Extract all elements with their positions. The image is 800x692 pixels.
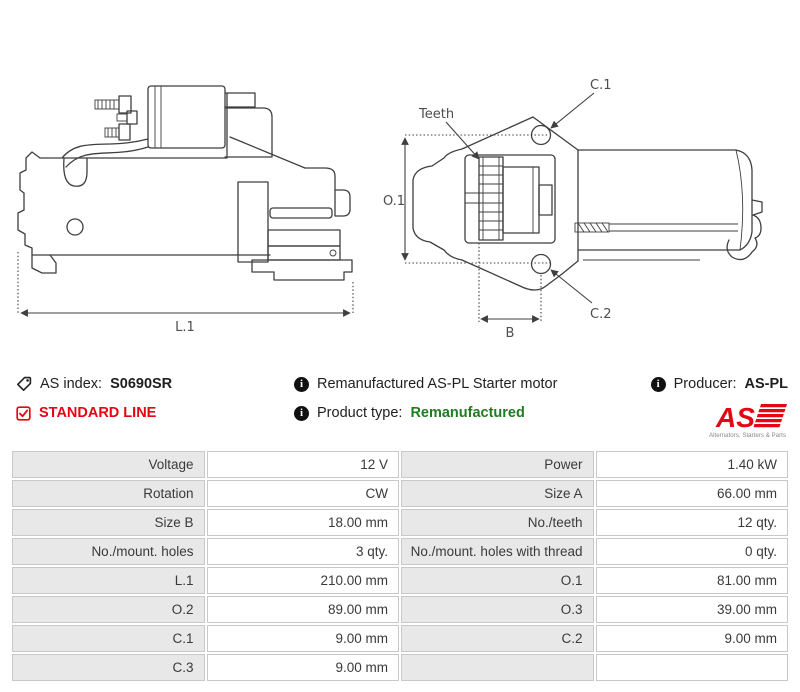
product-type-label: Product type: xyxy=(317,405,403,421)
product-type-item: i Product type: Remanufactured xyxy=(294,405,651,421)
info-icon[interactable]: i xyxy=(294,376,309,392)
o1-dimension-label: O.1 xyxy=(383,194,405,209)
spec-label: Size A xyxy=(401,480,594,507)
table-row: O.2 89.00 mm O.3 39.00 mm xyxy=(12,596,788,623)
description-item: i Remanufactured AS-PL Starter motor xyxy=(294,376,651,392)
logo-text: AS xyxy=(715,402,755,433)
c2-callout-label: C.2 xyxy=(590,307,611,322)
spec-label: Power xyxy=(401,451,594,478)
spec-label: No./mount. holes with thread xyxy=(401,538,594,565)
spec-value xyxy=(595,654,788,681)
starter-front-view-drawing: O.1 B Teeth C.1 C.2 xyxy=(383,78,763,340)
spec-value: 9.00 mm xyxy=(595,625,788,652)
spec-value: 9.00 mm xyxy=(206,654,399,681)
spec-label: C.3 xyxy=(12,654,205,681)
spec-value: 39.00 mm xyxy=(595,596,788,623)
table-row: Voltage 12 V Power 1.40 kW xyxy=(12,451,788,478)
table-row: C.3 9.00 mm xyxy=(12,654,788,681)
spec-value: 89.00 mm xyxy=(206,596,399,623)
teeth-callout-label: Teeth xyxy=(418,107,454,122)
spec-label: O.1 xyxy=(401,567,594,594)
b-dimension-label: B xyxy=(506,326,515,340)
c1-callout-label: C.1 xyxy=(590,78,611,93)
info-icon[interactable]: i xyxy=(294,405,309,421)
spec-value: 210.00 mm xyxy=(206,567,399,594)
producer-value: AS-PL xyxy=(744,376,789,392)
spec-label: Size B xyxy=(12,509,205,536)
info-icon[interactable]: i xyxy=(650,376,666,392)
spec-label: No./mount. holes xyxy=(12,538,205,565)
standard-line-badge: STANDARD LINE xyxy=(39,405,157,421)
spec-value: CW xyxy=(206,480,399,507)
spec-label: No./teeth xyxy=(401,509,594,536)
spec-label xyxy=(401,654,594,681)
spec-value: 9.00 mm xyxy=(206,625,399,652)
table-row: No./mount. holes 3 qty. No./mount. holes… xyxy=(12,538,788,565)
as-index-label: AS index: xyxy=(40,376,103,392)
spec-value: 81.00 mm xyxy=(595,567,788,594)
spec-label: C.1 xyxy=(12,625,205,652)
spec-value: 12 V xyxy=(206,451,399,478)
l1-dimension-label: L.1 xyxy=(175,320,195,335)
tag-icon xyxy=(17,376,32,391)
table-row: L.1 210.00 mm O.1 81.00 mm xyxy=(12,567,788,594)
spec-value: 1.40 kW xyxy=(595,451,788,478)
technical-drawings: L.1 O.1 xyxy=(17,78,763,340)
spec-table: Voltage 12 V Power 1.40 kW Rotation CW S… xyxy=(10,449,790,683)
spec-label: L.1 xyxy=(12,567,205,594)
producer-label: Producer: xyxy=(673,376,737,392)
standard-line-item: STANDARD LINE xyxy=(16,405,294,421)
spec-label: O.3 xyxy=(401,596,594,623)
product-type-value: Remanufactured xyxy=(410,405,525,421)
spec-label: C.2 xyxy=(401,625,594,652)
checkbox-checked-icon xyxy=(16,405,31,421)
spec-value: 18.00 mm xyxy=(206,509,399,536)
table-row: C.1 9.00 mm C.2 9.00 mm xyxy=(12,625,788,652)
spec-value: 3 qty. xyxy=(206,538,399,565)
as-pl-logo-graphic: AS Alternators, Starters & Parts xyxy=(709,402,788,439)
producer-item: i Producer: AS-PL xyxy=(650,376,789,392)
as-index-value: S0690SR xyxy=(110,376,173,392)
spec-value: 12 qty. xyxy=(595,509,788,536)
table-row: Rotation CW Size A 66.00 mm xyxy=(12,480,788,507)
product-info-section: AS index: S0690SR i Remanufactured AS-PL… xyxy=(0,360,800,439)
spec-label: Rotation xyxy=(12,480,205,507)
spec-value: 0 qty. xyxy=(595,538,788,565)
product-description: Remanufactured AS-PL Starter motor xyxy=(317,376,558,392)
as-pl-logo: AS Alternators, Starters & Parts xyxy=(702,401,788,439)
logo-subtext: Alternators, Starters & Parts xyxy=(709,432,786,439)
spec-label: O.2 xyxy=(12,596,205,623)
table-row: Size B 18.00 mm No./teeth 12 qty. xyxy=(12,509,788,536)
starter-side-view-drawing: L.1 xyxy=(17,85,354,335)
brand-logo-item: AS Alternators, Starters & Parts xyxy=(651,402,788,439)
as-index-item: AS index: S0690SR xyxy=(16,376,294,392)
spec-label: Voltage xyxy=(12,451,205,478)
spec-value: 66.00 mm xyxy=(595,480,788,507)
